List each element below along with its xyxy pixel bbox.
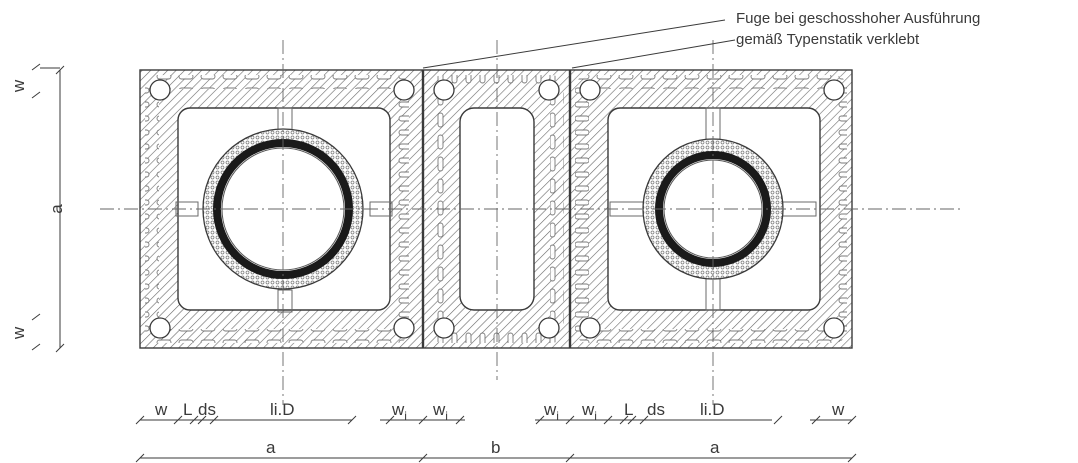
center-lines	[100, 40, 960, 405]
dim-a-left: a	[47, 204, 66, 214]
dim-b-bottom: b	[491, 438, 500, 457]
dim-ds-right: ds	[647, 400, 665, 419]
dim-wi-4: wi	[581, 400, 597, 423]
dim-ds-left: ds	[198, 400, 216, 419]
dim-w-top: w	[9, 79, 28, 93]
dim-liD-left: li.D	[270, 400, 295, 419]
dim-a-bottom-left: a	[266, 438, 276, 457]
dim-a-bottom-right: a	[710, 438, 720, 457]
bottom-dimension-row1-line	[135, 415, 857, 425]
annotation-line2: gemäß Typenstatik verklebt	[736, 31, 920, 48]
dim-L-left: L	[183, 400, 192, 419]
corner-holes	[149, 79, 845, 339]
annotation-line1: Fuge bei geschosshoher Ausführung	[736, 10, 980, 27]
left-dimension-lines	[31, 63, 65, 353]
dim-L-right: L	[624, 400, 633, 419]
dim-wi-1: wi	[391, 400, 407, 423]
dim-w-left: w	[154, 400, 168, 419]
annotation-leaders	[422, 19, 736, 69]
dim-w-bottom: w	[9, 326, 28, 340]
dim-wi-3: wi	[543, 400, 559, 423]
bottom-dimension-row2-line	[135, 453, 857, 463]
dim-w-right: w	[831, 400, 845, 419]
dim-liD-right: li.D	[700, 400, 725, 419]
dim-wi-2: wi	[432, 400, 448, 423]
